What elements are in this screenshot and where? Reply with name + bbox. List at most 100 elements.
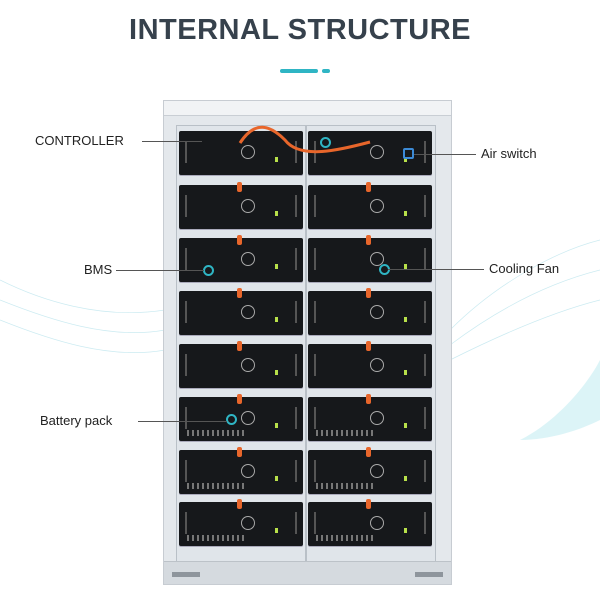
cable-plug [366, 394, 371, 404]
battery-module [179, 182, 303, 229]
module-handle [295, 248, 297, 270]
cable-plug [366, 499, 371, 509]
power-knob [370, 464, 384, 478]
cable-plug [366, 182, 371, 192]
battery-module [308, 447, 432, 494]
module-handle [424, 460, 426, 482]
cable-plug [237, 182, 242, 192]
vent-grille [187, 430, 247, 436]
module-handle [314, 512, 316, 534]
vent-grille [316, 430, 376, 436]
battery-module [179, 235, 303, 282]
status-led [404, 476, 407, 481]
callout-line [116, 270, 204, 271]
power-knob [370, 305, 384, 319]
module-handle [185, 512, 187, 534]
power-knob [241, 411, 255, 425]
module-handle [185, 141, 187, 163]
module-handle [424, 354, 426, 376]
status-led [275, 317, 278, 322]
module-handle [185, 195, 187, 217]
power-knob [370, 252, 384, 266]
battery-module [308, 182, 432, 229]
module-handle [295, 354, 297, 376]
page-title: INTERNAL STRUCTURE [129, 14, 471, 46]
air-switch-icon [403, 148, 414, 159]
module-handle [295, 512, 297, 534]
battery-module [308, 499, 432, 546]
air-switch-marker [320, 137, 331, 148]
callout-bms: BMS [84, 262, 113, 277]
status-led [275, 264, 278, 269]
callout-cooling-fan: Cooling Fan [489, 261, 560, 276]
power-knob [241, 199, 255, 213]
cable-plug [237, 394, 242, 404]
status-led [404, 423, 407, 428]
module-handle [185, 407, 187, 429]
module-handle [185, 301, 187, 323]
vent [172, 572, 200, 577]
cable-plug [237, 499, 242, 509]
cable-plug [237, 235, 242, 245]
title-accent-bar [280, 69, 318, 73]
callout-line [142, 141, 202, 142]
battery-module [308, 288, 432, 335]
vent-grille [316, 483, 376, 489]
status-led [404, 264, 407, 269]
vent [415, 572, 443, 577]
power-knob [241, 252, 255, 266]
power-knob [370, 516, 384, 530]
power-knob [241, 516, 255, 530]
module-handle [314, 354, 316, 376]
module-handle [295, 460, 297, 482]
vent-grille [187, 535, 247, 541]
status-led [404, 317, 407, 322]
power-knob [370, 411, 384, 425]
module-handle [424, 301, 426, 323]
callout-line [138, 421, 227, 422]
battery-module [308, 394, 432, 441]
battery-module [308, 235, 432, 282]
callout-air-switch: Air switch [481, 146, 537, 161]
status-led [275, 211, 278, 216]
status-led [275, 157, 278, 162]
cable-plug [366, 447, 371, 457]
power-knob [241, 305, 255, 319]
power-knob [241, 464, 255, 478]
module-handle [314, 407, 316, 429]
module-handle [314, 301, 316, 323]
title-accent-dot [322, 69, 330, 73]
status-led [275, 476, 278, 481]
bms-marker [203, 265, 214, 276]
module-handle [295, 301, 297, 323]
status-led [275, 423, 278, 428]
battery-module [179, 394, 303, 441]
power-knob [370, 358, 384, 372]
status-led [404, 370, 407, 375]
module-handle [295, 195, 297, 217]
cabinet-base [164, 561, 451, 584]
module-handle [185, 248, 187, 270]
module-handle [295, 141, 297, 163]
cable-plug [237, 341, 242, 351]
vent-grille [187, 483, 247, 489]
module-handle [424, 141, 426, 163]
callout-line [414, 154, 476, 155]
vent-grille [316, 535, 376, 541]
module-handle [295, 407, 297, 429]
battery-module [179, 447, 303, 494]
power-knob [241, 145, 255, 159]
module-handle [424, 407, 426, 429]
power-knob [370, 145, 384, 159]
status-led [404, 528, 407, 533]
battery-module [179, 341, 303, 388]
callout-battery-pack: Battery pack [40, 413, 113, 428]
status-led [275, 528, 278, 533]
power-knob [241, 358, 255, 372]
module-handle [424, 248, 426, 270]
module-handle [314, 195, 316, 217]
callout-controller: CONTROLLER [35, 133, 124, 148]
status-led [404, 211, 407, 216]
